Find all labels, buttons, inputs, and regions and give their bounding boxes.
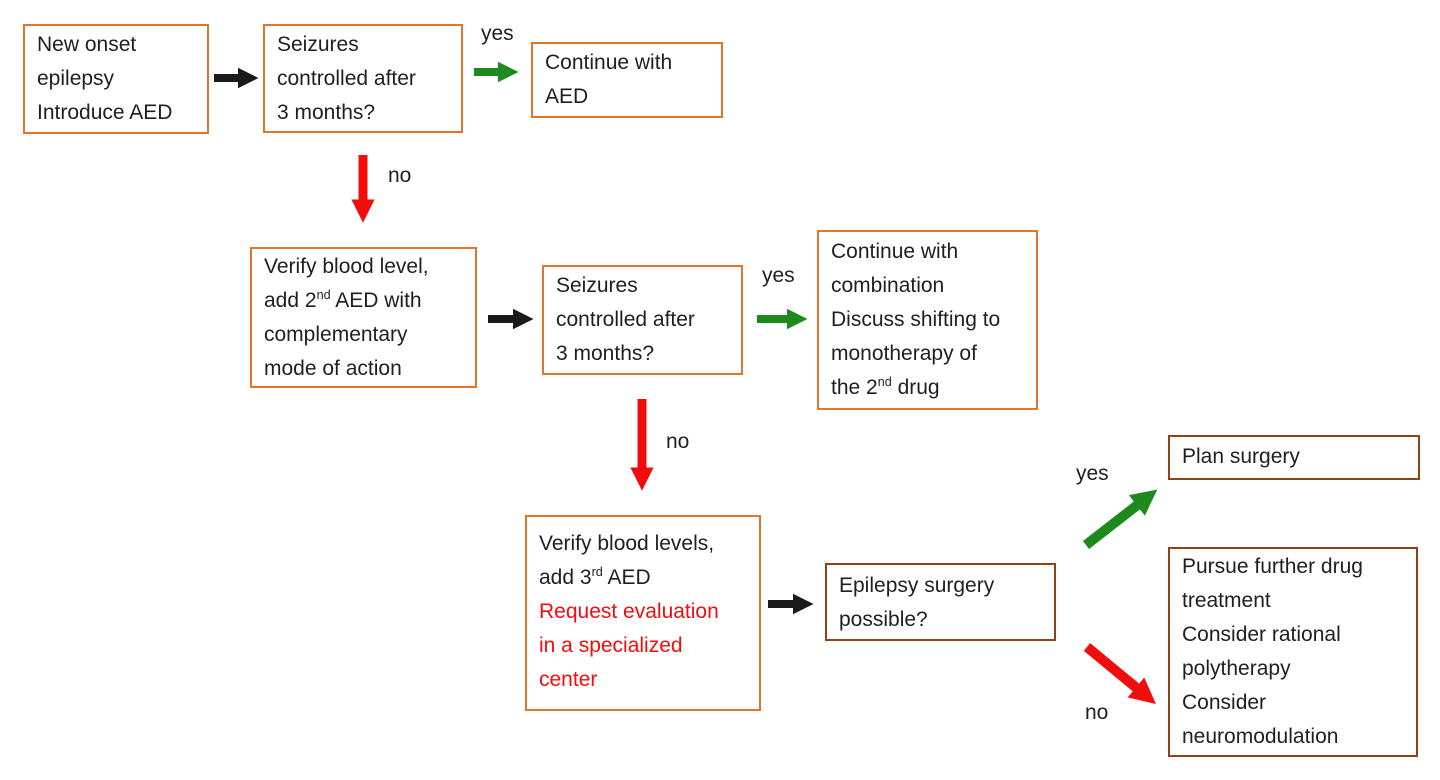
node-plan-surgery: Plan surgery bbox=[1168, 435, 1420, 480]
arrow-no-surgerypossible-to-pursuefurther bbox=[1083, 643, 1156, 705]
edge-label-yes-1: yes bbox=[481, 22, 514, 45]
edge-label-no-3: no bbox=[1085, 701, 1109, 724]
edge-label-yes-3: yes bbox=[1076, 462, 1109, 485]
edge-label-no-1: no bbox=[388, 164, 412, 187]
edge-label-yes-2: yes bbox=[762, 264, 795, 287]
edge-label-no-2: no bbox=[666, 430, 690, 453]
arrow-yes-surgerypossible-to-plansurgery bbox=[1082, 489, 1158, 549]
